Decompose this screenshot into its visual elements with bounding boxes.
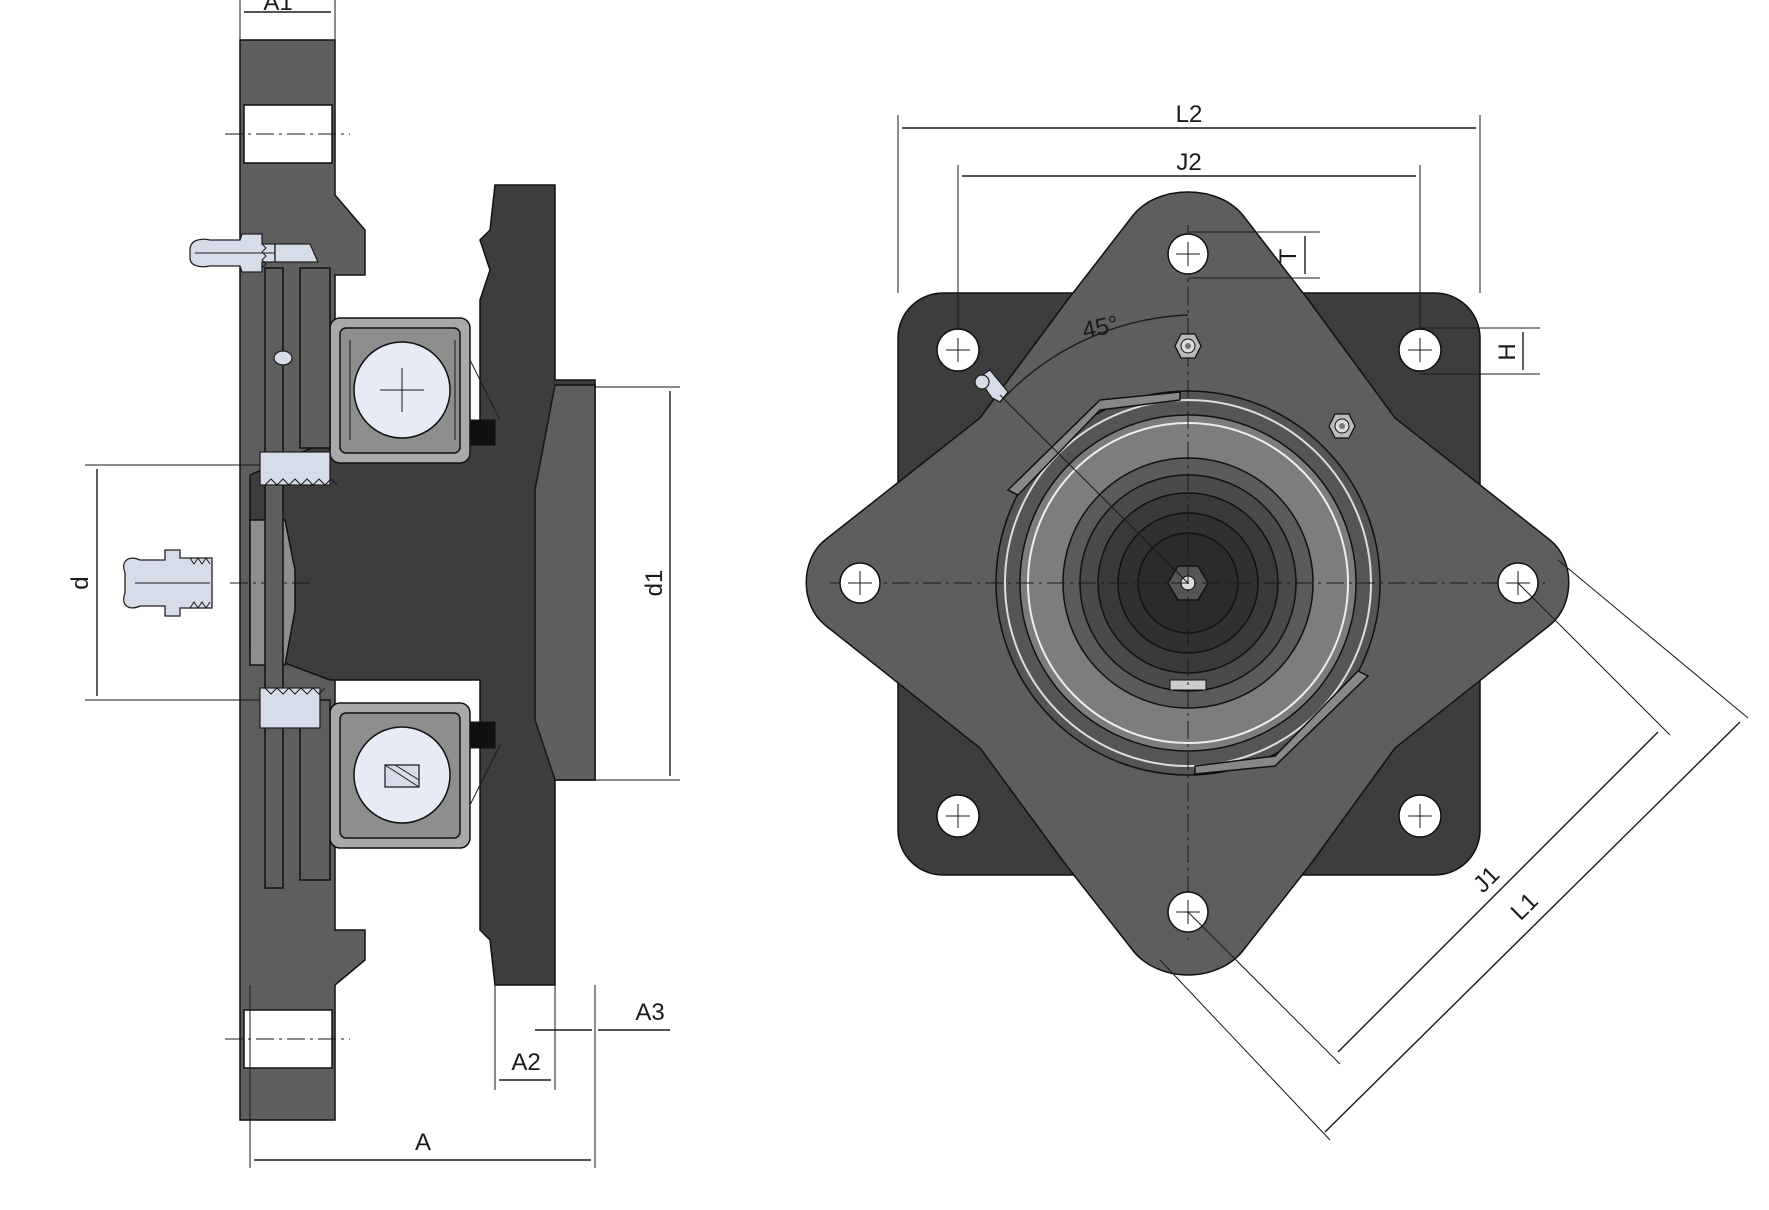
label-a2: A2 [511,1049,540,1076]
label-t: T [1275,248,1302,263]
lower-bearing [329,702,501,849]
label-j1: J1 [1468,861,1505,898]
bolt-hole-icon [1167,233,1209,275]
label-l2: L2 [1176,101,1203,128]
upper-bearing [329,317,501,464]
bolt-hole-icon [1398,794,1442,838]
bolt-hole-icon [936,328,980,372]
label-j2: J2 [1176,149,1201,176]
label-a: A [415,1129,431,1156]
dimension-a3: A3 [535,985,670,1040]
collar-bottom [259,687,321,729]
bolt-hole-icon [839,562,881,604]
dimension-t: T [1188,231,1320,279]
dimension-h: H [1420,327,1540,375]
dimension-d: d [67,464,260,701]
grease-nipple-icon [1328,413,1356,439]
grease-nipple-icon [189,233,320,273]
label-d1: d1 [641,570,668,597]
housing-body [249,184,596,986]
section-view: A1 d d1 A A2 [67,0,680,1168]
dimension-d1: d1 [595,386,680,781]
grease-nipple-icon [974,369,1009,403]
dimension-a1: A1 [239,0,336,40]
dimension-j2: J2 [957,149,1421,330]
label-l1: L1 [1506,888,1544,926]
label-a3: A3 [635,999,664,1026]
grease-nipple-icon [1174,333,1202,359]
label-d: d [67,576,94,589]
front-view: 45° L2 J2 T H [805,101,1749,1141]
label-h: H [1494,343,1521,360]
bolt-hole-icon [936,794,980,838]
boss-chamfer [534,384,556,781]
grease-nipple-icon [123,549,213,617]
bolt-hole-icon [1398,328,1442,372]
dimension-l2: L2 [897,101,1481,293]
collar-top [259,451,331,486]
label-a1: A1 [263,0,292,16]
dimension-a2: A2 [494,985,556,1090]
